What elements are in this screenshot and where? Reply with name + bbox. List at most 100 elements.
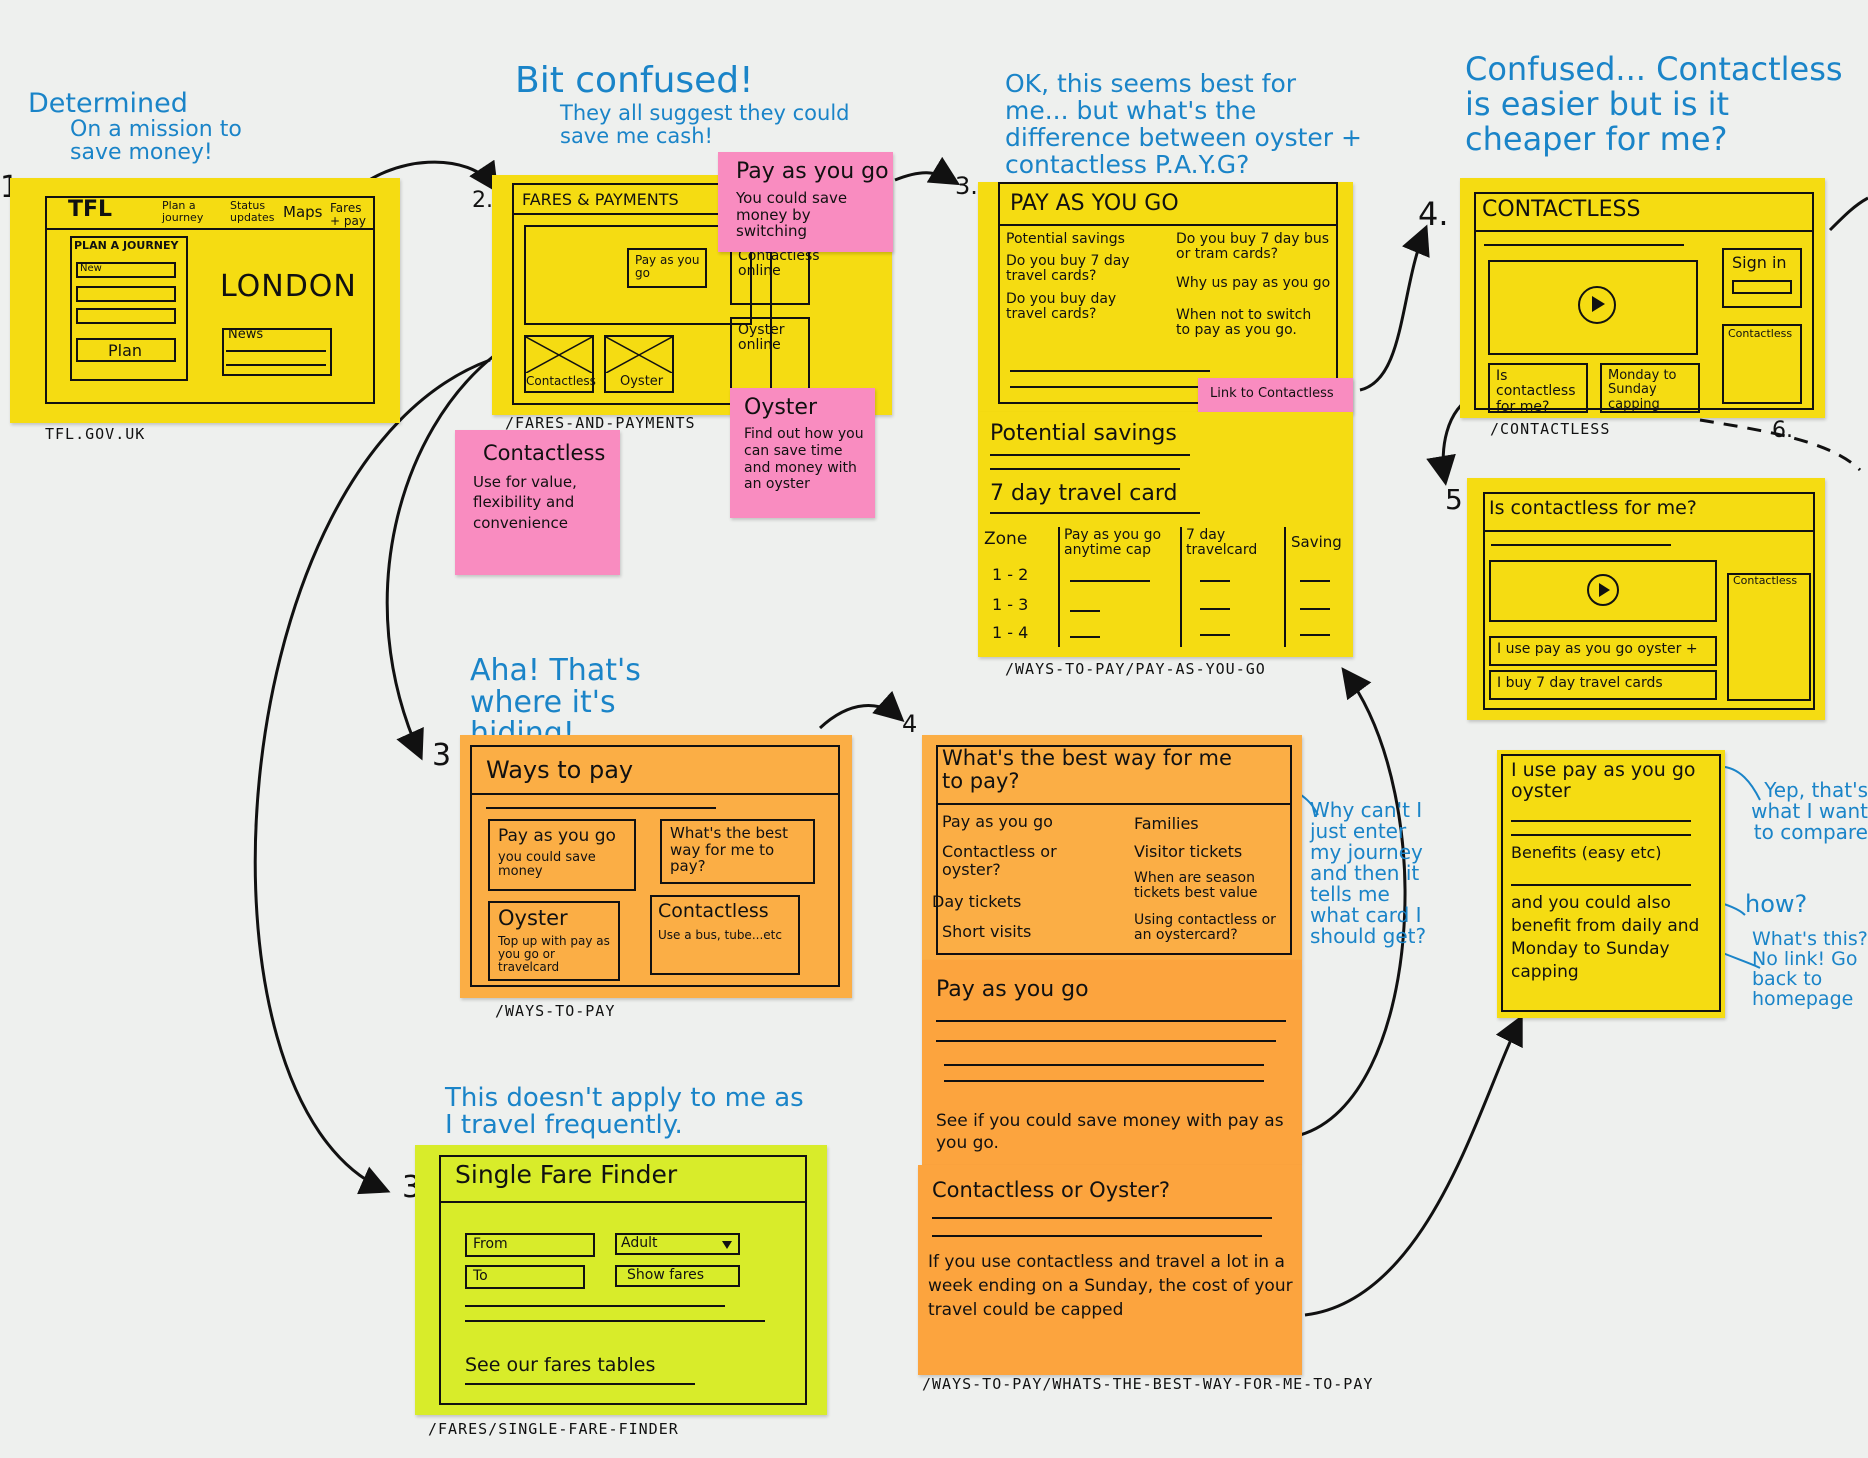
emotion-bit-confused: Bit confused! — [515, 60, 754, 101]
step-number-3: 3. — [955, 172, 978, 200]
tile-contactless-label: Contactless — [526, 374, 596, 388]
best-l3[interactable]: Day tickets — [932, 892, 1022, 911]
screen-payg-oyster: I use pay as you go oyster Benefits (eas… — [1497, 750, 1725, 1018]
sticky-oyster: Oyster Find out how you can save time an… — [730, 388, 875, 518]
sticky-contactless-oyster: Contactless or Oyster? If you use contac… — [918, 1165, 1302, 1375]
fares-payg-box[interactable]: Pay as you go — [627, 248, 707, 288]
arrow-co-to-5b — [1304, 1014, 1523, 1317]
zone-row-3: 1 - 4 — [992, 623, 1029, 642]
sticky-payg-note: Pay as you go See if you could save mone… — [922, 960, 1302, 1165]
option-payg-oyster[interactable]: I use pay as you go oyster + — [1489, 636, 1717, 666]
payg-bullet-3[interactable]: Do you buy day travel cards? — [1006, 291, 1117, 323]
hero-city: LONDON — [220, 269, 357, 304]
arrow-3-to-4 — [1359, 224, 1430, 392]
nav-status-updates: Status updates — [230, 199, 275, 225]
plan-button[interactable]: Plan — [76, 338, 176, 362]
ways-tile-best[interactable]: What's the best way for me to pay? — [660, 819, 815, 884]
is-contactless-side: Contactless — [1727, 573, 1811, 701]
is-contactless-title: Is contactless for me? — [1489, 497, 1697, 519]
signin-box[interactable]: Sign in — [1722, 248, 1802, 308]
ways-tile-payg[interactable]: Pay as you go you could save money — [488, 819, 636, 891]
play-icon-2[interactable] — [1587, 574, 1619, 606]
url-contactless: /CONTACTLESS — [1490, 420, 1611, 438]
payg-bullet-2[interactable]: Do you buy 7 day travel cards? — [1006, 253, 1130, 285]
savings-heading: Potential savings — [990, 421, 1177, 446]
tile-oyster-label: Oyster — [620, 374, 664, 389]
is-contactless-video[interactable] — [1489, 560, 1717, 622]
contactless-title: CONTACTLESS — [1482, 197, 1641, 222]
arrow-ways-to-best — [818, 690, 905, 730]
best-title: What's the best way for me to pay? — [942, 746, 1232, 794]
best-l1[interactable]: Pay as you go — [942, 812, 1053, 831]
step-number-5: 5 — [1445, 483, 1463, 516]
nav-fares: Fares + pay — [330, 201, 366, 229]
zone-row-2: 1 - 3 — [992, 595, 1029, 614]
fares-title: FARES & PAYMENTS — [522, 190, 679, 209]
payg-oyster-title: I use pay as you go oyster — [1511, 759, 1696, 802]
tile-is-contactless[interactable]: Is contactless for me? — [1488, 363, 1588, 415]
zone-row-1: 1 - 2 — [992, 565, 1029, 584]
ways-title: Ways to pay — [486, 756, 634, 784]
col-travelcard: 7 day travelcard — [1186, 527, 1258, 559]
link-to-contactless[interactable]: Link to Contactless — [1198, 378, 1353, 414]
fares-hero — [524, 225, 752, 325]
col-zone: Zone — [984, 529, 1028, 549]
to-field[interactable]: To — [465, 1265, 585, 1289]
best-l4[interactable]: Short visits — [942, 922, 1032, 941]
screen-contactless: CONTACTLESS Sign in Contactless Is conta… — [1460, 178, 1825, 418]
col-payg-cap: Pay as you go anytime cap — [1064, 527, 1162, 559]
comment-how: how? — [1745, 890, 1808, 918]
step-number-3b: 3 — [432, 738, 452, 773]
show-fares-button[interactable]: Show fares — [615, 1265, 740, 1287]
single-title: Single Fare Finder — [455, 1160, 678, 1189]
chevron-down-icon — [722, 1241, 732, 1249]
oyster-online[interactable]: Oyster online — [730, 317, 810, 397]
best-r2[interactable]: Visitor tickets — [1134, 842, 1243, 861]
best-r1[interactable]: Families — [1134, 814, 1199, 833]
sticky-contactless: Contactless Use for value, flexibility a… — [455, 430, 620, 575]
emotion-ok: OK, this seems best for me... but what's… — [1005, 69, 1362, 179]
contactless-side: Contactless — [1722, 324, 1802, 404]
plan-journey-header: PLAN A JOURNEY — [74, 239, 179, 252]
option-7day[interactable]: I buy 7 day travel cards — [1489, 670, 1717, 700]
contactless-online[interactable]: Contactless online — [730, 245, 820, 305]
step-number-2: 2. — [472, 188, 493, 213]
tfl-logo: TFL — [68, 197, 113, 222]
comment-whats-this: What's this? No link! Go back to homepag… — [1752, 928, 1868, 1010]
payg-bullet-5[interactable]: Why us pay as you go — [1176, 275, 1331, 291]
from-field[interactable]: From — [465, 1233, 595, 1257]
screen-ways-to-pay: Ways to pay Pay as you go you could save… — [460, 735, 852, 998]
screen-best-way: What's the best way for me to pay? Pay a… — [922, 735, 1302, 960]
contactless-video[interactable] — [1488, 260, 1698, 355]
screen-is-contactless: Is contactless for me? Contactless I use… — [1467, 478, 1825, 720]
best-l2[interactable]: Contactless or oyster? — [942, 842, 1057, 879]
best-r4[interactable]: Using contactless or an oystercard? — [1134, 912, 1276, 944]
emotion-determined: Determined — [28, 88, 188, 119]
plan-journey-panel — [70, 236, 188, 381]
news-box — [222, 328, 332, 376]
nav-plan-journey: Plan a journey — [162, 199, 204, 225]
emotion-confused: Confused... Contactless is easier but is… — [1465, 50, 1843, 159]
emotion-bit-confused-sub: They all suggest they could save me cash… — [560, 101, 850, 149]
url-tfl: TFL.GOV.UK — [45, 425, 146, 443]
ways-tile-contactless[interactable]: Contactless Use a bus, tube...etc — [650, 895, 800, 975]
payg-bullet-6[interactable]: When not to switch to pay as you go. — [1176, 307, 1312, 339]
url-fares: /FARES-AND-PAYMENTS — [505, 414, 696, 432]
screen-payg: PAY AS YOU GO Potential savings Do you b… — [978, 182, 1353, 412]
fares-tables-link[interactable]: See our fares tables — [465, 1354, 656, 1376]
tile-capping[interactable]: Monday to Sunday capping — [1600, 363, 1700, 413]
sticky-payg: Pay as you go You could save money by sw… — [718, 152, 893, 252]
best-r3[interactable]: When are season tickets best value — [1134, 870, 1258, 902]
tile-contactless[interactable] — [524, 335, 594, 393]
ways-tile-oyster[interactable]: Oyster Top up with pay as you go or trav… — [488, 901, 620, 981]
play-icon[interactable] — [1578, 286, 1616, 324]
payg-bullet-4[interactable]: Do you buy 7 day bus or tram cards? — [1176, 231, 1330, 263]
plan-field: New — [80, 263, 102, 274]
step-number-4b: 4 — [902, 710, 918, 738]
screen-payg-savings: Potential savings 7 day travel card Zone… — [978, 412, 1353, 657]
payg-bullet-1[interactable]: Potential savings — [1006, 231, 1125, 247]
emotion-determined-sub: On a mission to save money! — [70, 117, 242, 166]
tile-oyster[interactable] — [604, 335, 674, 393]
adult-select[interactable]: Adult — [615, 1233, 740, 1255]
arrow-right-edge — [1828, 196, 1868, 232]
